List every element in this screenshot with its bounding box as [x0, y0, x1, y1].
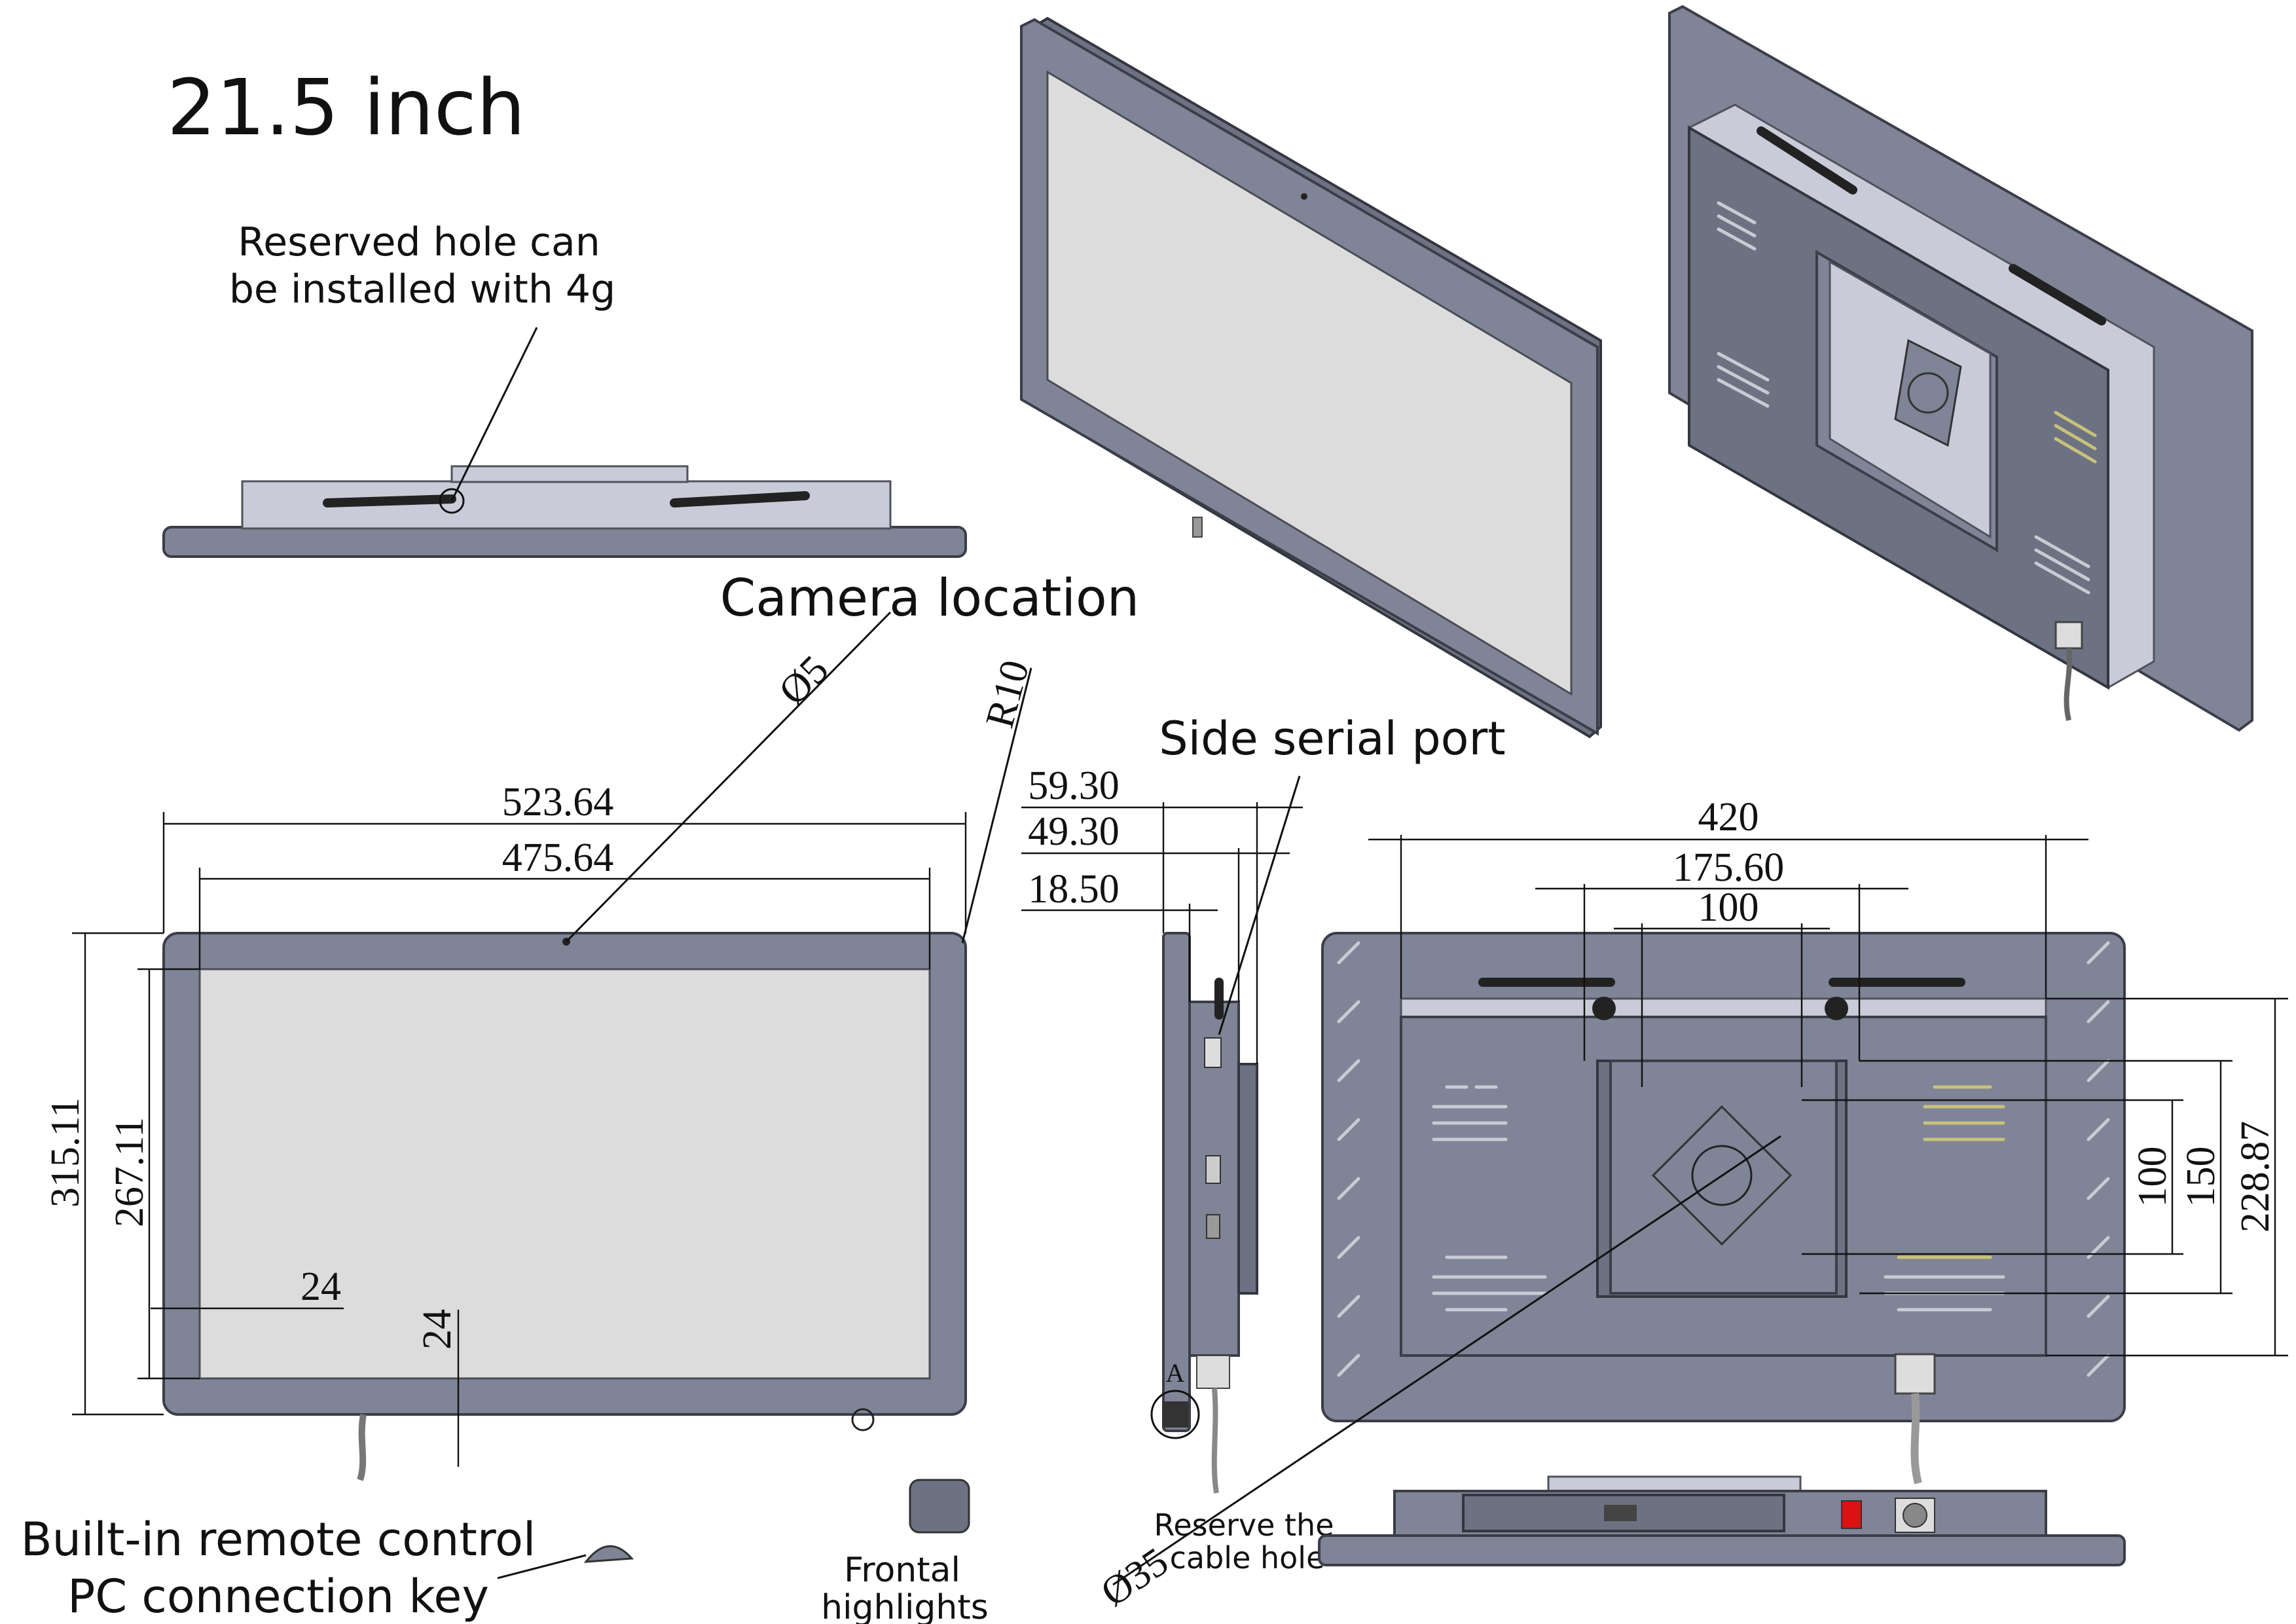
front-view: 523.64 475.64 315.11 267.11 24 24 Ø5 R10: [43, 611, 1038, 1481]
frontal-highlight-icon: [909, 1479, 970, 1534]
dim-bezel-bottom: 24: [415, 1309, 460, 1350]
dim-depth-body: 49.30: [1028, 809, 1120, 854]
isometric-front-view: [1020, 16, 1602, 739]
remote-key-circle: [851, 1408, 875, 1431]
page-title: 21.5 inch: [167, 62, 525, 153]
antenna-left: [323, 494, 456, 507]
reserved-hole-label-line1: Reserved hole can: [238, 219, 600, 265]
remote-control-label-line2: PC connection key: [67, 1570, 489, 1623]
dim-vesa-width: 100: [1698, 885, 1759, 930]
dim-mount-outer: 175.60: [1673, 845, 1785, 890]
side-view: A 59.30 49.30 18.50: [1021, 764, 1303, 1494]
dim-vesa-height: 100: [2130, 1147, 2175, 1208]
port-letter: A: [1166, 1358, 1185, 1388]
dim-bezel-side: 24: [301, 1264, 341, 1309]
remote-control-label-line1: Built-in remote control: [21, 1513, 536, 1566]
dim-rear-width: 420: [1698, 795, 1759, 840]
dim-height-outer: 315.11: [43, 1098, 88, 1208]
reserved-hole-label-line2: be installed with 4g: [229, 267, 615, 312]
bottom-view: [1318, 1475, 2126, 1566]
frontal-highlights-label-line1: Frontal: [844, 1551, 960, 1590]
dim-depth-panel: 18.50: [1028, 867, 1120, 912]
dim-height-inner: 267.11: [107, 1117, 152, 1227]
antenna-right: [670, 491, 810, 507]
dim-depth-total: 59.30: [1028, 764, 1120, 808]
dim-corner-radius: R10: [977, 655, 1038, 732]
camera-dot-iso: [1301, 193, 1307, 200]
rear-view: 420 175.60 100 100 150 228.87 Ø35: [1093, 795, 2288, 1615]
camera-location-label: Camera location: [720, 569, 1139, 628]
dim-box-height: 228.87: [2233, 1121, 2278, 1233]
top-view: [162, 327, 967, 558]
reserved-hole-marker: [439, 488, 465, 514]
dim-camera-diameter: Ø5: [771, 647, 837, 714]
dim-mount-height: 150: [2179, 1147, 2223, 1208]
dim-width-outer: 523.64: [502, 780, 614, 824]
isometric-rear-view: [1668, 5, 2253, 732]
cable-hole-label-line2: cable hole: [1170, 1540, 1325, 1576]
side-serial-port-label: Side serial port: [1159, 712, 1505, 766]
frontal-highlights-label-line2: highlights: [821, 1588, 989, 1624]
dim-width-inner: 475.64: [502, 836, 614, 880]
remote-key-icon: [583, 1545, 634, 1563]
cable-hole-label-line1: Reserve the: [1154, 1507, 1334, 1543]
